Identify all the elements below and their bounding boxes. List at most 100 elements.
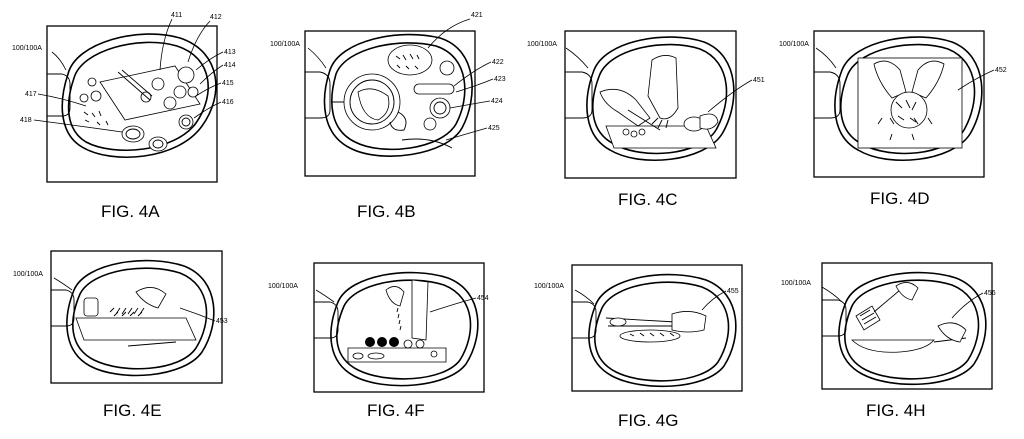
display-outer-rim <box>323 33 473 157</box>
figure-caption: FIG. 4G <box>618 411 678 430</box>
leader-line <box>193 101 222 119</box>
display-outer-rim <box>588 273 737 388</box>
figure-4a: 100/100A 411 412 413 414 415 416 417 418… <box>12 12 236 221</box>
figure-caption: FIG. 4B <box>357 202 416 221</box>
hands-preparing-scene <box>857 57 963 149</box>
display-inner-rim <box>67 41 209 151</box>
ref-424: 424 <box>491 98 503 105</box>
device-ref-label: 100/100A <box>779 41 809 48</box>
leader-line <box>449 100 491 109</box>
device-ref-label: 100/100A <box>527 41 557 48</box>
figure-4h-frame <box>821 262 993 390</box>
display-inner-rim <box>72 267 208 370</box>
herbs-board-scene <box>75 287 197 347</box>
ref-451: 451 <box>753 77 765 84</box>
ref-456: 456 <box>984 290 996 297</box>
ref-418: 418 <box>20 117 32 124</box>
leader-line <box>187 20 211 63</box>
handle-arm <box>572 301 597 339</box>
leader-line <box>455 78 494 93</box>
pan-and-ingredients-scene <box>331 44 455 149</box>
handle-arm <box>314 301 339 339</box>
ref-425: 425 <box>488 125 500 132</box>
handle-arm <box>51 289 75 327</box>
ref-415: 415 <box>222 80 234 87</box>
leader-line <box>195 82 222 97</box>
leader-line <box>574 289 595 305</box>
leader-line <box>951 292 984 319</box>
leader-line <box>445 127 488 141</box>
leader-line <box>179 307 216 322</box>
ref-421: 421 <box>471 12 483 19</box>
ref-422: 422 <box>492 59 504 66</box>
figure-4f: 100/100A 454 FIG. 4F <box>268 262 489 420</box>
leader-line <box>453 61 492 87</box>
display-inner-rim <box>592 43 728 155</box>
display-outer-rim <box>586 36 735 161</box>
display-inner-rim <box>331 42 466 151</box>
leader-line <box>565 47 589 69</box>
display-inner-rim <box>844 279 980 380</box>
display-outer-rim <box>838 271 987 386</box>
figure-4c: 100/100A 451 FIG. 4C <box>527 30 765 209</box>
spatula-pan-scene <box>851 282 967 353</box>
leader-line <box>821 286 843 303</box>
leader-line <box>37 93 87 107</box>
figure-4e-frame <box>50 250 223 384</box>
seasoning-scene <box>347 279 447 363</box>
handle-arm <box>565 71 593 119</box>
figure-4e: 100/100A 453 FIG. 4E <box>13 250 228 420</box>
leader-line <box>701 290 727 311</box>
handle-arm <box>814 71 841 119</box>
ref-411: 411 <box>171 12 182 19</box>
leader-line <box>815 47 837 69</box>
leader-line <box>159 18 173 71</box>
handle-arm <box>305 71 331 119</box>
ref-413: 413 <box>224 49 236 56</box>
figure-caption: FIG. 4E <box>103 401 162 420</box>
ref-454: 454 <box>477 295 489 302</box>
leader-line <box>429 297 477 313</box>
figure-4b: 100/100A 421 422 423 424 425 FIG. 4B <box>270 12 506 221</box>
leader-line <box>51 51 67 71</box>
device-ref-label: 100/100A <box>12 45 42 52</box>
display-outer-rim <box>834 36 983 161</box>
display-outer-rim <box>61 33 217 158</box>
figure-4g-frame <box>571 264 743 392</box>
ref-417: 417 <box>25 91 37 98</box>
cutting-board-scene <box>79 65 201 152</box>
figure-4c-frame <box>564 30 737 179</box>
device-ref-label: 100/100A <box>781 280 811 287</box>
ref-423: 423 <box>494 76 506 83</box>
figure-caption: FIG. 4A <box>101 202 160 221</box>
ref-414: 414 <box>224 62 236 69</box>
figure-caption: FIG. 4H <box>866 401 926 420</box>
figure-4f-frame <box>313 262 485 393</box>
ref-453: 453 <box>216 318 228 325</box>
device-ref-label: 100/100A <box>270 41 300 48</box>
ref-452: 452 <box>995 67 1007 74</box>
leader-line <box>195 51 224 71</box>
leader-line <box>199 64 224 85</box>
display-outer-rim <box>66 259 215 377</box>
leader-line <box>707 79 753 113</box>
display-outer-rim <box>330 271 479 387</box>
figure-4g: 100/100A 455 FIG. 4G <box>534 264 743 430</box>
figure-caption: FIG. 4F <box>367 401 425 420</box>
leader-line <box>427 18 471 49</box>
figure-caption: FIG. 4D <box>870 189 930 208</box>
ref-455: 455 <box>727 288 739 295</box>
leader-line <box>53 277 73 291</box>
device-ref-label: 100/100A <box>268 283 298 290</box>
leader-line <box>307 47 327 69</box>
figure-4d: 100/100A 452 FIG. 4D <box>779 30 1007 208</box>
leader-line <box>33 119 123 133</box>
tongs-serving-scene <box>605 311 707 343</box>
leader-line <box>315 289 335 303</box>
display-inner-rim <box>840 43 976 155</box>
chopping-scene <box>599 55 719 149</box>
handle-arm <box>47 73 71 117</box>
figure-4h: 100/100A 456 FIG. 4H <box>781 262 996 420</box>
display-inner-rim <box>336 279 472 380</box>
